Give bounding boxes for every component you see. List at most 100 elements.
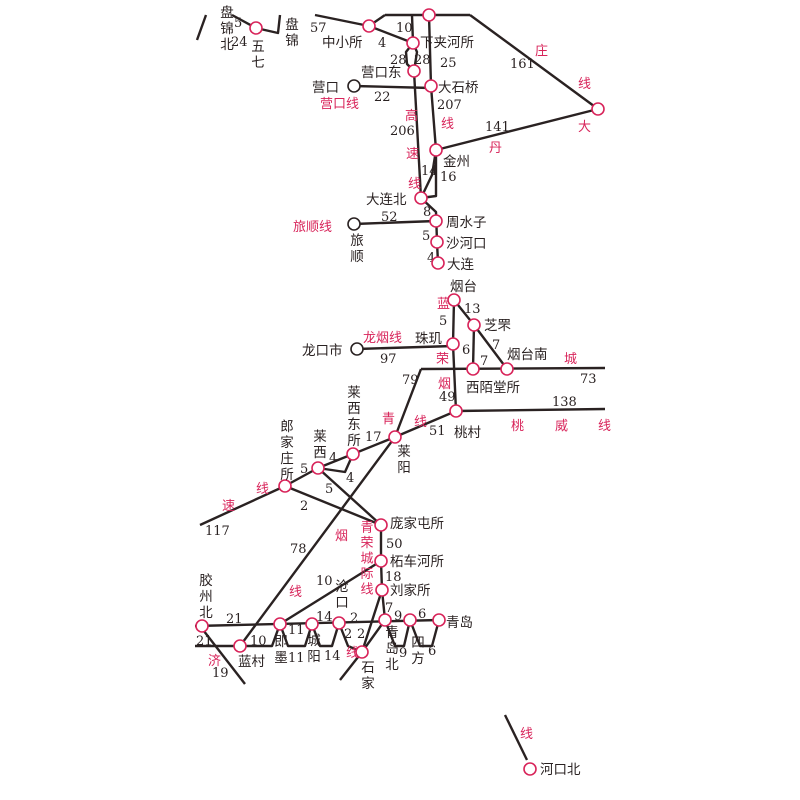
station-laixi[interactable] — [311, 461, 325, 475]
line-label: 龙烟线 — [363, 331, 402, 346]
station-label-panjin: 盘锦 — [282, 16, 299, 49]
distance-label: 97 — [380, 352, 397, 367]
line-label: 营口线 — [320, 97, 359, 112]
station-ximotangsuo[interactable] — [466, 362, 480, 376]
distance-label: 5 — [234, 16, 242, 31]
station-label-langjiazhuangsuo: 郎家庄所 — [277, 419, 294, 483]
line-label: 线 — [256, 482, 269, 497]
line-label: 烟 — [335, 529, 348, 544]
station-lancun[interactable] — [233, 639, 247, 653]
distance-label: 117 — [205, 524, 230, 539]
station-yingkou[interactable] — [347, 79, 361, 93]
distance-label: 2 — [357, 627, 365, 642]
distance-label: 14 — [421, 164, 438, 179]
station-xiajiahesuo[interactable] — [406, 36, 420, 50]
station-shahekou[interactable] — [430, 235, 444, 249]
station-label-laixidongsuo: 莱西东所 — [344, 385, 361, 449]
line-label: 大 — [578, 120, 591, 135]
line-label: 威 — [555, 419, 568, 434]
track — [356, 344, 454, 351]
station-label-sifang: 四方 — [408, 635, 425, 667]
line-label: 线 — [520, 727, 533, 742]
distance-label: 78 — [290, 542, 307, 557]
station-label-yingkoudong: 营口东 — [361, 65, 402, 81]
line-label: 线 — [598, 419, 611, 434]
line-label: 线 — [408, 177, 421, 192]
station-pangjiatunsuo[interactable] — [374, 518, 388, 532]
line-label: 线 — [578, 77, 591, 92]
distance-label: 50 — [386, 537, 403, 552]
station-laixidongsuo[interactable] — [346, 447, 360, 461]
station-laiyang[interactable] — [388, 430, 402, 444]
station-qingdaobei[interactable] — [378, 613, 392, 627]
line-label: 荣 — [436, 352, 449, 367]
distance-label: 5 — [325, 482, 333, 497]
distance-label: 21 — [196, 634, 213, 649]
station-label-wuqi: 五七 — [248, 39, 265, 71]
line-label: 蓝 — [437, 297, 450, 312]
distance-label: 6 — [428, 644, 436, 659]
station-label-shahekou: 沙河口 — [446, 236, 487, 252]
track — [353, 219, 437, 226]
station-wuqi[interactable] — [249, 21, 263, 35]
station-jimo[interactable] — [273, 617, 287, 631]
line-label: 速 — [222, 499, 235, 514]
distance-label: 51 — [429, 424, 446, 439]
station-partial[interactable] — [422, 8, 436, 22]
line-label: 线 — [289, 585, 302, 600]
station-yantai[interactable] — [447, 293, 461, 307]
station-shijia[interactable] — [355, 645, 369, 659]
line-label: 城 — [564, 352, 577, 367]
station-zhifu[interactable] — [467, 318, 481, 332]
station-label-liujiasuo: 刘家所 — [390, 582, 431, 599]
station-cangkou[interactable] — [332, 616, 346, 630]
station-yingkoudong[interactable] — [407, 64, 421, 78]
station-zhoushuizi[interactable] — [429, 214, 443, 228]
distance-label: 73 — [580, 372, 597, 387]
station-dashiqiao[interactable] — [424, 79, 438, 93]
station-lvshun[interactable] — [347, 217, 361, 231]
station-label-hekoubei: 河口北 — [540, 762, 581, 778]
line-label: 济 — [208, 654, 221, 669]
station-label-zhechehesuo: 柘车河所 — [390, 553, 444, 570]
track — [284, 484, 382, 527]
station-jiaozhoubei[interactable] — [195, 619, 209, 633]
station-langjiazhuangsuo[interactable] — [278, 479, 292, 493]
distance-label: 8 — [423, 205, 431, 220]
station-longkoushi[interactable] — [350, 342, 364, 356]
station-chengyang[interactable] — [305, 617, 319, 631]
distance-label: 17 — [365, 430, 382, 445]
station-partial[interactable] — [591, 102, 605, 116]
station-label-jinzhou: 金州 — [443, 154, 470, 170]
stations: 盘锦北五七盘锦中小所下夹河所营口东营口大石桥金州大连北周水子旅顺沙河口大连烟台芝… — [195, 4, 605, 778]
station-label-qingdao: 青岛 — [446, 615, 473, 631]
distance-label: 161 — [510, 57, 535, 72]
station-label-cangkou: 沧口 — [332, 578, 349, 611]
line-label: 线 — [441, 117, 454, 132]
station-zhechehesuo[interactable] — [374, 554, 388, 568]
station-dalianbei[interactable] — [414, 191, 428, 205]
distance-label: 19 — [212, 666, 229, 681]
distance-label: 138 — [552, 395, 577, 410]
station-label-shijia: 石家 — [358, 660, 375, 692]
station-label-zhifu: 芝罘 — [484, 318, 511, 334]
distance-label: 16 — [440, 170, 457, 185]
station-zhuji[interactable] — [446, 337, 460, 351]
distance-label: 14 — [316, 610, 333, 625]
line-label: 丹 — [489, 141, 502, 156]
station-hekoubei[interactable] — [523, 762, 537, 776]
station-sifang[interactable] — [403, 613, 417, 627]
distance-label: 79 — [402, 373, 419, 388]
distance-label: 6 — [418, 607, 426, 622]
station-label-zhoushuizi: 周水子 — [446, 215, 487, 231]
station-taocun[interactable] — [449, 404, 463, 418]
station-qingdao[interactable] — [432, 613, 446, 627]
station-yantainan[interactable] — [500, 362, 514, 376]
station-jinzhou[interactable] — [429, 143, 443, 157]
line-label: 桃 — [511, 419, 524, 434]
station-zhongxiaosuo[interactable] — [362, 19, 376, 33]
line-label: 速 — [406, 147, 419, 162]
station-dalian[interactable] — [431, 256, 445, 270]
station-liujiasuo[interactable] — [375, 583, 389, 597]
